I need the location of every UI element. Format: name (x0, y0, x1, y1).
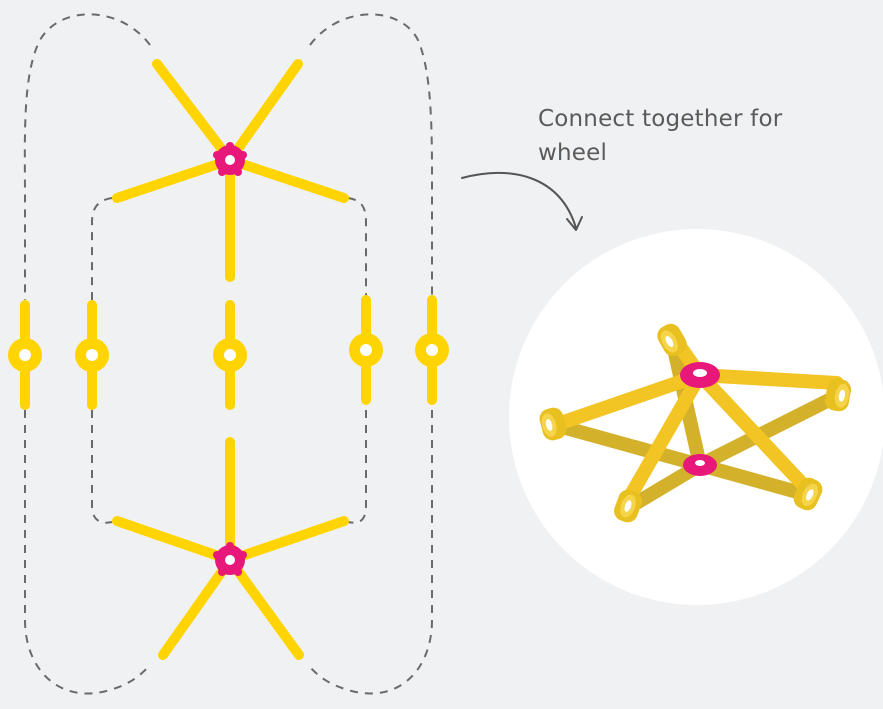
outer-dashed-loop-left (23, 13, 151, 695)
yellow-connector-piece (8, 300, 42, 410)
bottom-hub-assembly (112, 437, 349, 660)
inner-dashed-loop-left (91, 197, 113, 524)
outer-dashed-loop-right (307, 13, 434, 695)
spoke (225, 555, 304, 660)
yellow-connector-piece (75, 300, 109, 410)
yellow-connector-piece (415, 295, 449, 405)
pink-connector-hub (683, 454, 717, 476)
inner-dashed-loop-right (347, 197, 367, 524)
connect-instruction-text: Connect together for wheel (538, 106, 783, 166)
spoke (225, 155, 349, 203)
spoke (158, 555, 235, 660)
top-hub-assembly (112, 59, 349, 282)
spoke (112, 155, 235, 203)
yellow-connector-piece (349, 295, 383, 405)
pink-connector-hub (213, 542, 247, 576)
spoke (152, 59, 235, 165)
side-connectors (8, 295, 449, 410)
spoke (112, 516, 235, 565)
spoke (225, 59, 303, 165)
assembled-wheel-illustration (509, 229, 883, 605)
spoke (225, 516, 349, 565)
yellow-connector-piece (213, 300, 247, 410)
dashed-connection-lines (23, 13, 434, 695)
curved-arrow-icon (461, 171, 583, 231)
pink-connector-hub (680, 362, 720, 388)
rim-connectors (539, 323, 852, 523)
pink-connector-hub (213, 142, 247, 176)
